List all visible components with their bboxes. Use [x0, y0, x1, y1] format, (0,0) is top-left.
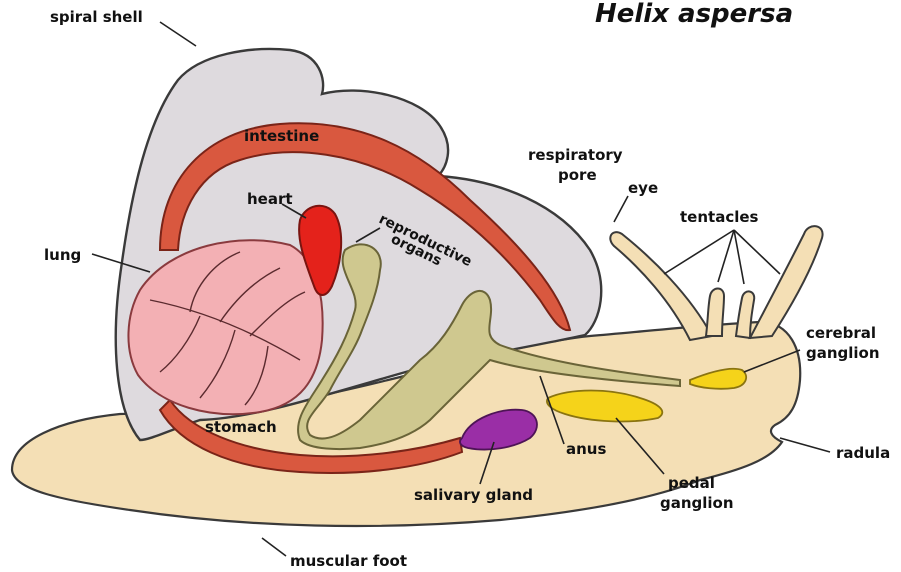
label-tentacles: tentacles: [680, 208, 759, 226]
label-salivary-gland: salivary gland: [414, 486, 533, 504]
label-pedal: pedal: [668, 474, 715, 492]
diagram-title: Helix aspersa: [595, 0, 793, 29]
label-heart: heart: [247, 190, 293, 208]
label-spiral-shell: spiral shell: [50, 8, 143, 26]
label-anus: anus: [566, 440, 606, 458]
label-intestine: intestine: [244, 127, 319, 145]
label-radula: radula: [836, 444, 890, 462]
label-muscular-foot: muscular foot: [290, 552, 407, 570]
label-eye: eye: [628, 179, 658, 197]
tentacle-left-long: [610, 232, 712, 340]
label-stomach: stomach: [205, 418, 277, 436]
label-cerebral-ganglion: ganglion: [806, 344, 880, 362]
label-pedal-ganglion: ganglion: [660, 494, 734, 512]
label-respiratory: respiratory: [528, 146, 623, 164]
label-lung: lung: [44, 246, 81, 264]
tentacle-short-left: [706, 289, 724, 337]
label-pore: pore: [558, 166, 597, 184]
tentacle-right-long: [750, 226, 823, 338]
label-cerebral: cerebral: [806, 324, 876, 342]
